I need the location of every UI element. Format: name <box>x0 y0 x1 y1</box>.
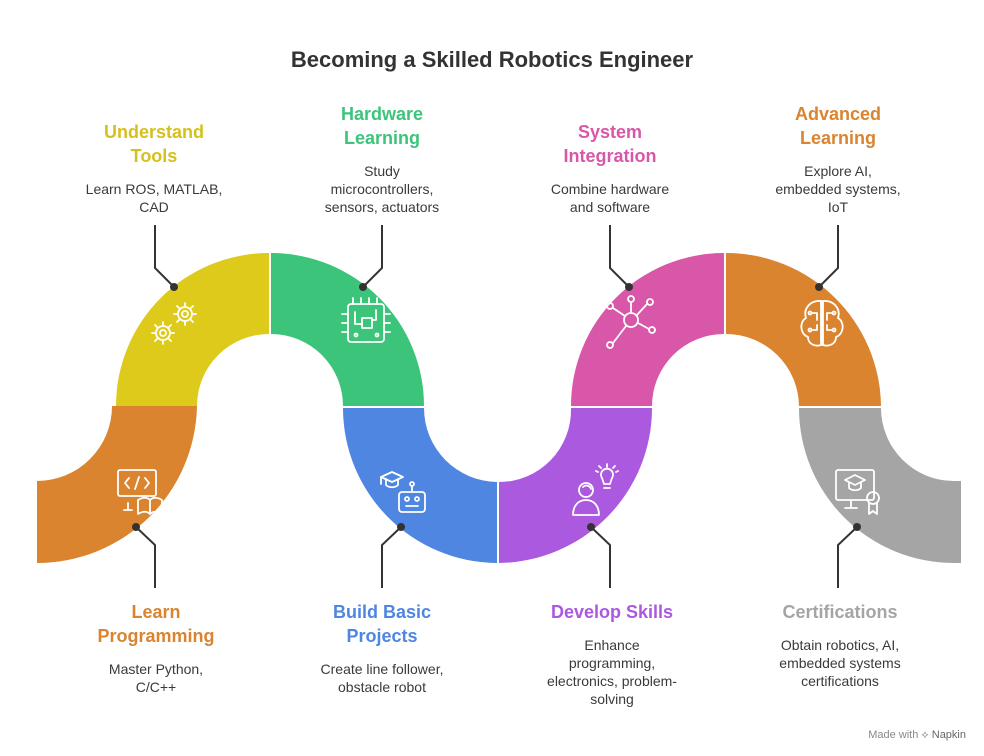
desc-line: IoT <box>827 199 849 215</box>
build-projects-title: Build Basic Projects <box>292 600 472 648</box>
system-integration-desc: Combine hardware and software <box>520 180 700 216</box>
page-title: Becoming a Skilled Robotics Engineer <box>290 47 694 72</box>
desc-line: embedded systems <box>779 655 901 671</box>
hardware-learning-title: Hardware Learning <box>292 102 472 150</box>
understand-tools-desc: Learn ROS, MATLAB, CAD <box>64 180 244 216</box>
connector-dot <box>170 283 178 291</box>
certifications-desc: Obtain robotics, AI, embedded systems ce… <box>750 636 930 690</box>
desc-line: and software <box>569 199 651 215</box>
ai-brain-icon <box>800 300 844 347</box>
title-line: Build Basic <box>332 602 432 622</box>
footer-brand: Napkin <box>931 729 966 741</box>
title-line: Advanced <box>794 104 882 124</box>
develop-skills-title: Develop Skills <box>522 600 702 624</box>
connector-dot <box>397 523 405 531</box>
connector-build-projects <box>381 526 402 588</box>
understand-tools-title: Understand Tools <box>64 120 244 168</box>
desc-line: Combine hardware <box>550 181 670 197</box>
desc-line: sensors, actuators <box>324 199 440 215</box>
segment-learn-programming <box>37 406 197 564</box>
connector-dot <box>853 523 861 531</box>
connector-dot <box>587 523 595 531</box>
certificate-icon <box>835 469 880 515</box>
person-lightbulb-icon <box>572 463 619 516</box>
desc-line: embedded systems, <box>775 181 901 197</box>
desc-line: obstacle robot <box>338 679 426 695</box>
segment-understand-tools <box>116 253 269 406</box>
desc-line: Master Python, <box>108 661 204 677</box>
connector-dot <box>625 283 633 291</box>
desc-line: C/C++ <box>135 679 177 695</box>
robot-graduate-icon <box>380 471 426 513</box>
title-line: Develop Skills <box>550 602 674 622</box>
desc-line: CAD <box>139 199 169 215</box>
segment-advanced-learning <box>726 252 881 406</box>
learn-programming-title: Learn Programming <box>66 600 246 648</box>
advanced-learning-desc: Explore AI, embedded systems, IoT <box>748 162 928 216</box>
desc-line: Obtain robotics, AI, <box>780 637 900 653</box>
develop-skills-desc: Enhance programming, electronics, proble… <box>522 636 702 708</box>
connector-dot <box>132 523 140 531</box>
desc-line: Enhance <box>584 637 640 653</box>
learn-programming-desc: Master Python, C/C++ <box>66 660 246 696</box>
desc-line: solving <box>590 691 634 707</box>
desc-line: microcontrollers, <box>330 181 434 197</box>
title-line: System <box>577 122 643 142</box>
footer-credit: Made with ⟡ Napkin <box>868 729 966 742</box>
circuit-board-icon <box>341 297 391 343</box>
title-line: Learning <box>799 128 876 148</box>
connector-certifications <box>837 526 858 588</box>
certifications-title: Certifications <box>750 600 930 624</box>
connector-develop-skills <box>590 526 611 588</box>
connector-dot <box>815 283 823 291</box>
connector-system-integration <box>609 225 630 288</box>
title-line: Understand <box>103 122 204 142</box>
gears-icon <box>151 302 197 345</box>
desc-line: certifications <box>801 673 879 689</box>
code-book-icon <box>117 469 163 515</box>
hardware-learning-desc: Study microcontrollers, sensors, actuato… <box>292 162 472 216</box>
connector-learn-programming <box>135 526 156 588</box>
title-line: Programming <box>97 626 215 646</box>
segment-develop-skills <box>499 408 652 563</box>
napkin-logo-icon: ⟡ <box>921 729 929 741</box>
title-line: Tools <box>130 146 178 166</box>
title-line: Certifications <box>782 602 898 622</box>
title-line: Integration <box>563 146 657 166</box>
connector-hardware-learning <box>362 225 383 288</box>
advanced-learning-title: Advanced Learning <box>748 102 928 150</box>
desc-line: Explore AI, <box>804 163 872 179</box>
footer-made-with: Made with <box>868 729 919 741</box>
connector-understand-tools <box>154 225 175 288</box>
title-line: Learning <box>343 128 420 148</box>
desc-line: Learn ROS, MATLAB, <box>85 181 223 197</box>
desc-line: Create line follower, <box>320 661 444 677</box>
desc-line: Study <box>364 163 400 179</box>
connector-advanced-learning <box>818 225 839 288</box>
title-line: Hardware <box>340 104 424 124</box>
segment-certifications <box>799 408 961 563</box>
desc-line: electronics, problem- <box>547 673 677 689</box>
segment-system-integration <box>571 253 724 406</box>
title-line: Projects <box>346 626 418 646</box>
segment-build-projects <box>343 408 497 563</box>
desc-line: programming, <box>568 655 656 671</box>
title-line: Learn <box>131 602 181 622</box>
connector-dot <box>359 283 367 291</box>
system-integration-title: System Integration <box>520 120 700 168</box>
build-projects-desc: Create line follower, obstacle robot <box>292 660 472 696</box>
network-hub-icon <box>606 295 656 349</box>
